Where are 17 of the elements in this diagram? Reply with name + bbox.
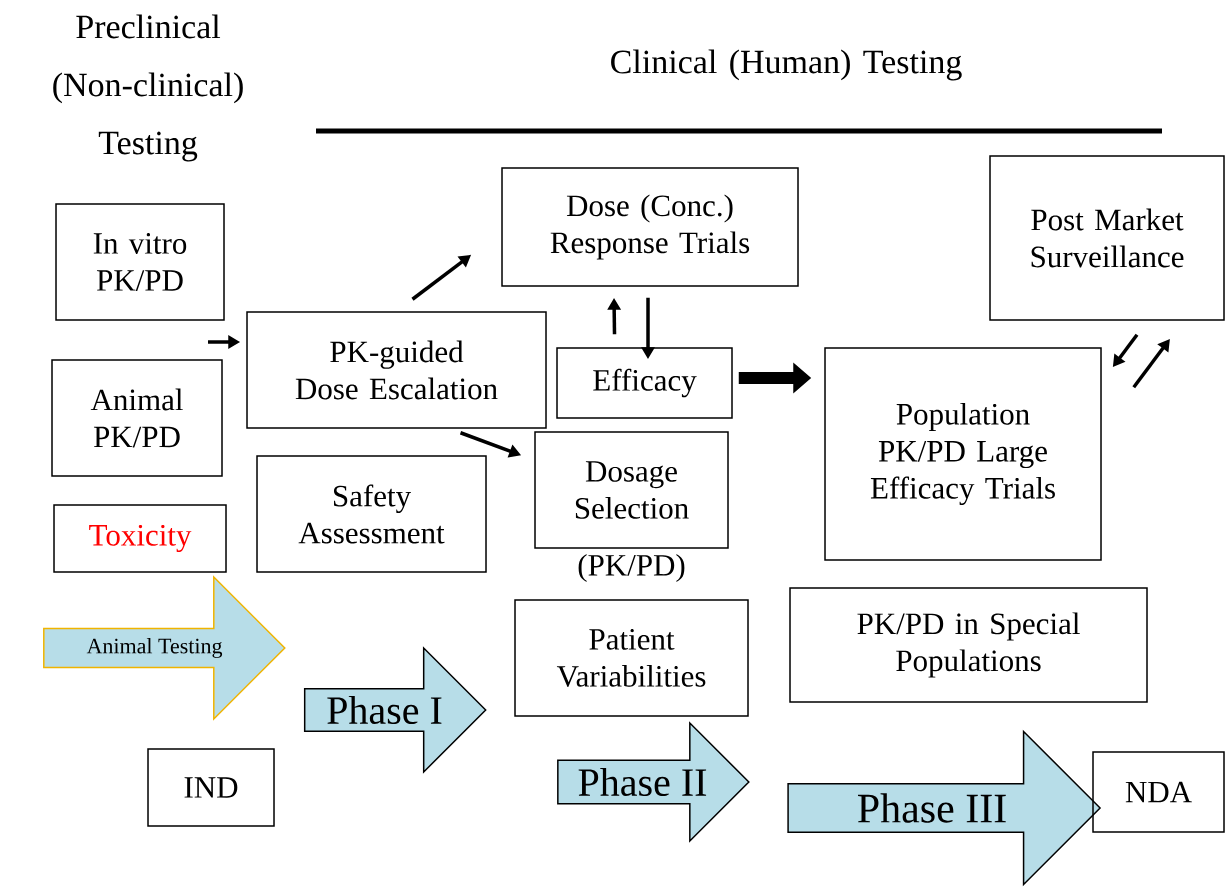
process-box: IND [147,748,275,827]
heading: Clinical (Human) Testing [611,49,962,81]
process-box: Dose (Conc.) Response Trials [501,167,799,287]
process-box: Post Market Surveillance [989,155,1225,321]
process-box: NDA [1092,751,1225,833]
heading: Preclinical (Non-clinical) Testing [53,14,243,162]
process-box: Patient Variabilities [514,599,749,717]
process-box: Population PK/PD Large Efficacy Trials [824,347,1102,561]
process-box: Safety Assessment [256,455,487,573]
process-box: In vitro PK/PD [55,203,225,321]
process-box: Dosage Selection [534,431,729,549]
process-box: PK/PD in Special Populations [789,587,1148,703]
process-box: Efficacy [556,347,733,419]
process-box: PK-guided Dose Escalation [246,311,547,429]
process-box: Animal PK/PD [51,359,223,477]
process-box: Toxicity [53,504,227,573]
caption-text: (PK/PD) [578,553,685,583]
